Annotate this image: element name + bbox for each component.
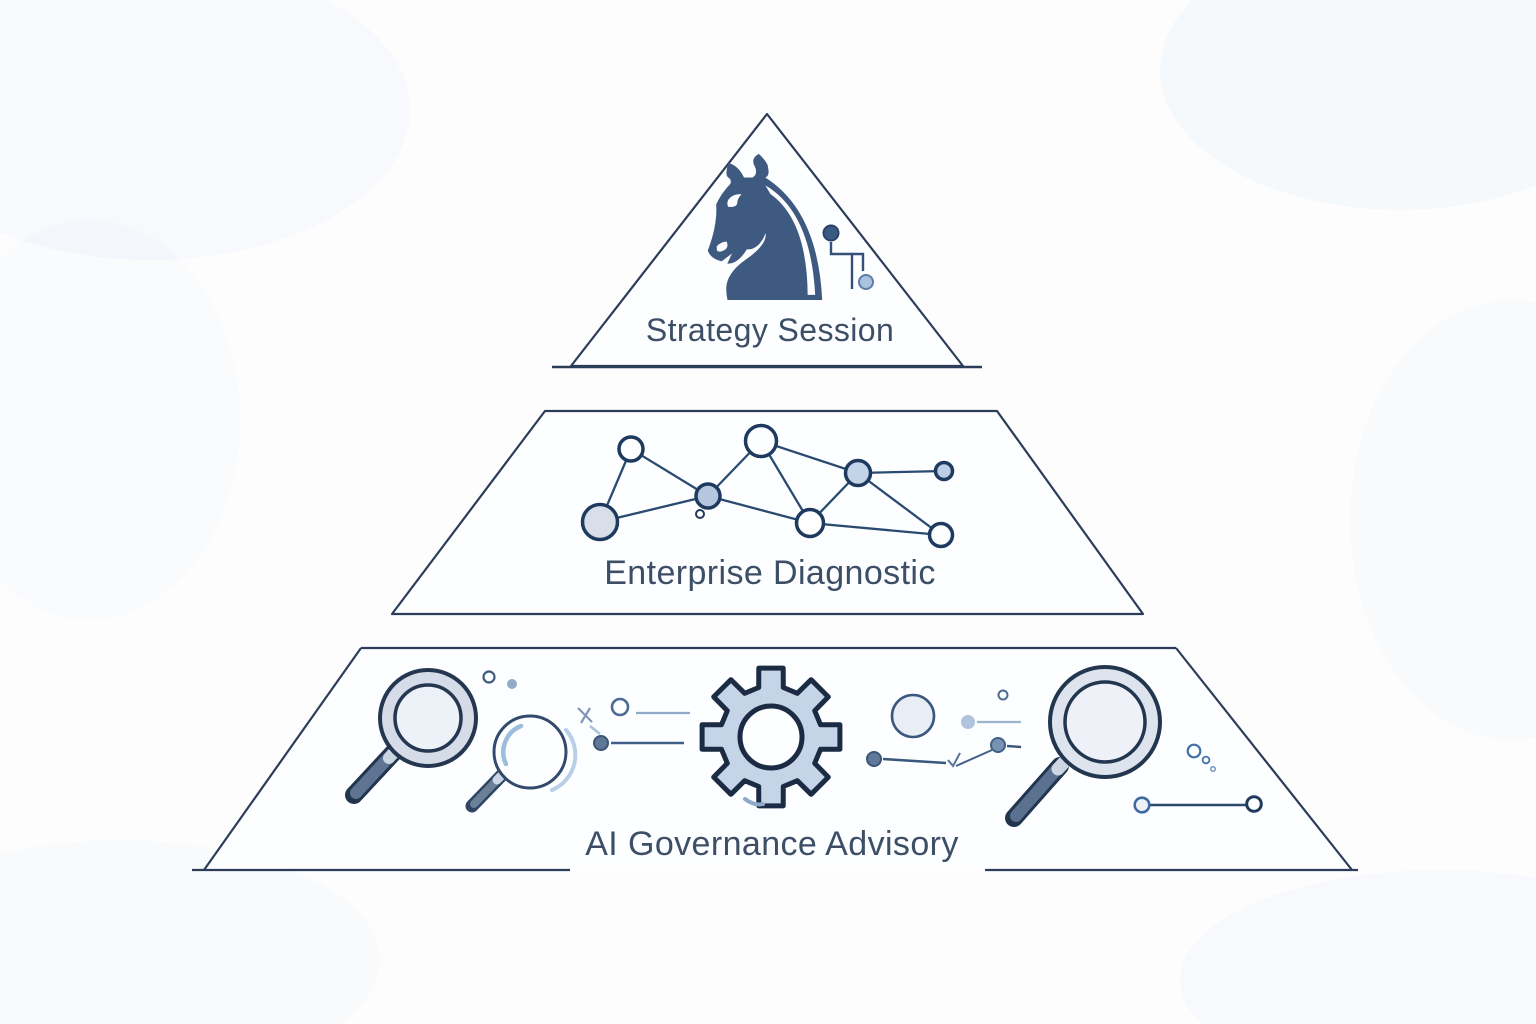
dots-decoration-left xyxy=(482,670,517,689)
tier-label-enterprise-diagnostic: Enterprise Diagnostic xyxy=(604,554,936,592)
circuit-line-long xyxy=(829,242,854,289)
x-sketch-mark xyxy=(577,707,593,724)
connector-decoration xyxy=(1133,795,1263,814)
magnifier-highlight xyxy=(501,723,524,767)
gear-accent-dash xyxy=(743,797,765,807)
light-circle xyxy=(890,693,936,739)
network-node xyxy=(694,482,722,510)
magnifier-shadow-arc xyxy=(550,728,578,792)
circuit-decoration-top xyxy=(822,224,874,290)
tier-enterprise-diagnostic: Enterprise Diagnostic xyxy=(390,409,1145,616)
circuit-decoration-right xyxy=(866,689,1022,768)
network-node-tiny xyxy=(695,509,705,519)
network-node xyxy=(933,460,955,482)
tier-label-strategy-session: Strategy Session xyxy=(646,312,894,348)
network-node xyxy=(743,423,779,459)
circuit-line-short xyxy=(852,252,865,271)
circuit-decoration-left xyxy=(577,697,690,751)
gear-icon xyxy=(699,665,843,809)
network-node xyxy=(794,507,826,539)
network-nodes xyxy=(580,423,955,549)
network-node xyxy=(617,435,645,463)
network-graph-icon xyxy=(580,423,955,549)
magnifying-glass-large-icon xyxy=(345,668,478,804)
network-node xyxy=(843,458,873,488)
network-node xyxy=(580,502,620,542)
tier-ai-governance-advisory: AI Governance Advisory xyxy=(192,646,1358,872)
circuit-dot-dark xyxy=(822,224,840,242)
circuit-dot-light xyxy=(858,274,874,290)
network-node xyxy=(927,521,955,549)
magnifying-glass-small-icon xyxy=(465,714,578,813)
tick-sketch-mark xyxy=(947,752,961,768)
tier-bottom-trapezoid-outline xyxy=(192,646,1358,872)
tier-label-ai-governance-advisory: AI Governance Advisory xyxy=(585,825,959,863)
magnifying-glass-right-icon xyxy=(1005,665,1162,827)
bubbles-decoration xyxy=(1186,743,1217,773)
tier-strategy-session: ♞ Strategy Session xyxy=(552,112,982,369)
